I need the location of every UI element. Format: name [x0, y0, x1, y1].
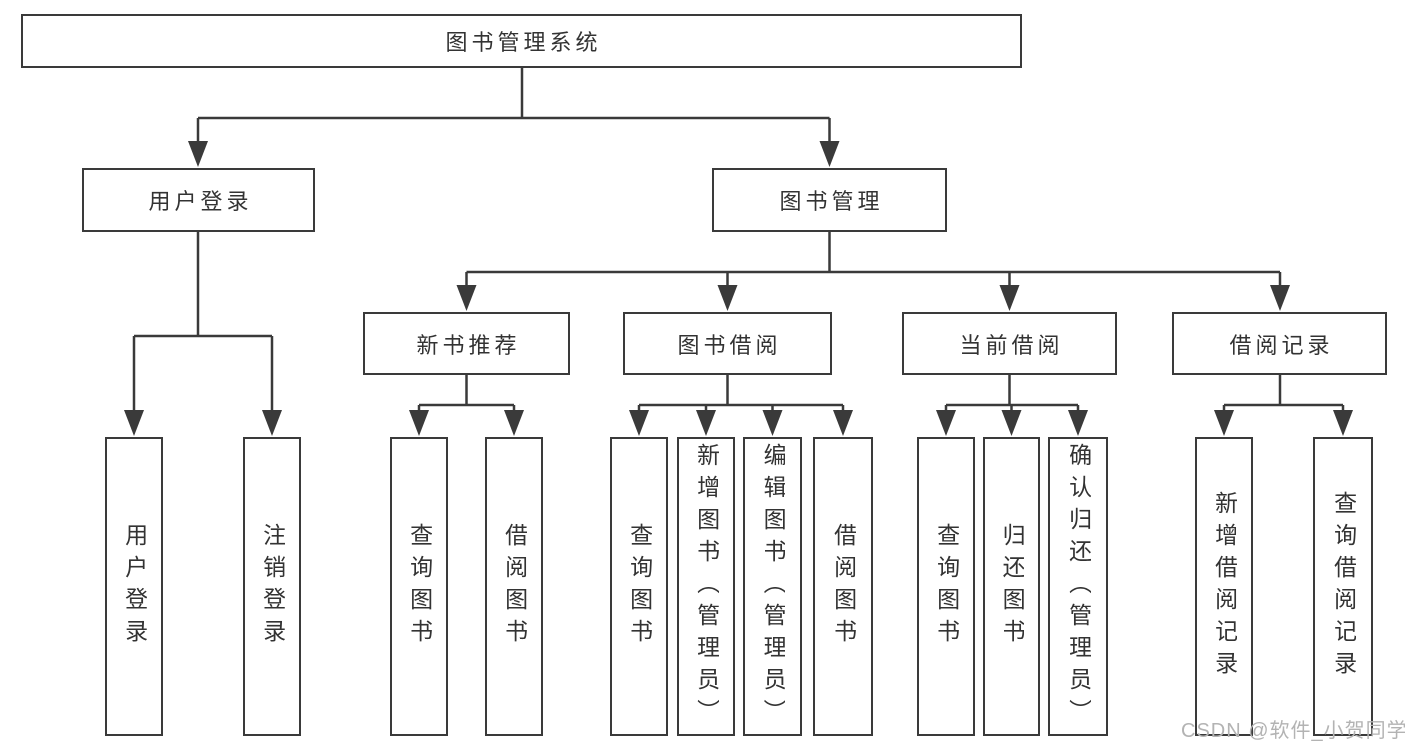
leaf-borrow-edit-admin: 编辑图书（管理员） — [743, 437, 802, 736]
node-book-management: 图书管理 — [712, 168, 947, 232]
node-root-system: 图书管理系统 — [21, 14, 1022, 68]
node-borrow-record: 借阅记录 — [1172, 312, 1387, 375]
connector-newbook-to-leaves — [417, 375, 516, 412]
node-user-login-label: 用户登录 — [148, 189, 253, 214]
connector-userlogin-to-leaves — [132, 232, 274, 412]
connector-arrowheads — [124, 141, 1353, 436]
connector-record-to-leaves — [1222, 375, 1345, 412]
leaf-newbook-borrow: 借阅图书 — [485, 437, 543, 736]
leaf-borrow-book: 借阅图书 — [813, 437, 873, 736]
leaf-current-query: 查询图书 — [917, 437, 975, 736]
leaf-current-confirm-admin: 确认归还（管理员） — [1048, 437, 1108, 736]
node-book-borrow-label: 图书借阅 — [677, 332, 782, 358]
leaf-borrow-edit-admin-label: 编辑图书（管理员） — [760, 442, 786, 731]
connector-root-to-level2 — [196, 68, 831, 144]
leaf-borrow-query-label: 查询图书 — [626, 522, 652, 651]
node-current-borrow: 当前借阅 — [902, 312, 1117, 375]
connector-current-to-leaves — [944, 375, 1080, 412]
node-borrow-record-label: 借阅记录 — [1229, 332, 1334, 358]
node-user-login: 用户登录 — [82, 168, 315, 232]
leaf-user-login: 用户登录 — [105, 437, 163, 736]
node-new-book-recommend: 新书推荐 — [363, 312, 570, 375]
leaf-current-return-label: 归还图书 — [999, 522, 1025, 651]
leaf-record-query: 查询借阅记录 — [1313, 437, 1373, 736]
connector-paths — [132, 68, 1345, 412]
leaf-newbook-query-label: 查询图书 — [406, 522, 432, 651]
leaf-borrow-add-admin: 新增图书（管理员） — [677, 437, 735, 736]
node-root-system-label: 图书管理系统 — [445, 30, 602, 55]
leaf-record-add-label: 新增借阅记录 — [1211, 490, 1237, 683]
csdn-watermark: CSDN @软件_小贺同学 — [1181, 720, 1405, 742]
node-book-borrow: 图书借阅 — [623, 312, 832, 375]
leaf-current-confirm-admin-label: 确认归还（管理员） — [1065, 442, 1091, 731]
connector-bookmgmt-to-level3 — [465, 232, 1282, 288]
node-book-management-label: 图书管理 — [779, 189, 884, 214]
leaf-current-return: 归还图书 — [983, 437, 1040, 736]
leaf-record-add: 新增借阅记录 — [1195, 437, 1253, 736]
node-new-book-recommend-label: 新书推荐 — [416, 332, 521, 358]
leaf-logout-label: 注销登录 — [259, 522, 285, 651]
connector-borrow-to-leaves — [637, 375, 845, 412]
leaf-logout: 注销登录 — [243, 437, 301, 736]
leaf-borrow-query: 查询图书 — [610, 437, 668, 736]
leaf-user-login-label: 用户登录 — [121, 522, 147, 651]
leaf-record-query-label: 查询借阅记录 — [1330, 490, 1356, 683]
node-current-borrow-label: 当前借阅 — [959, 332, 1064, 358]
leaf-borrow-book-label: 借阅图书 — [830, 522, 856, 651]
leaf-current-query-label: 查询图书 — [933, 522, 959, 651]
leaf-borrow-add-admin-label: 新增图书（管理员） — [693, 442, 719, 731]
leaf-newbook-query: 查询图书 — [390, 437, 448, 736]
leaf-newbook-borrow-label: 借阅图书 — [501, 522, 527, 651]
